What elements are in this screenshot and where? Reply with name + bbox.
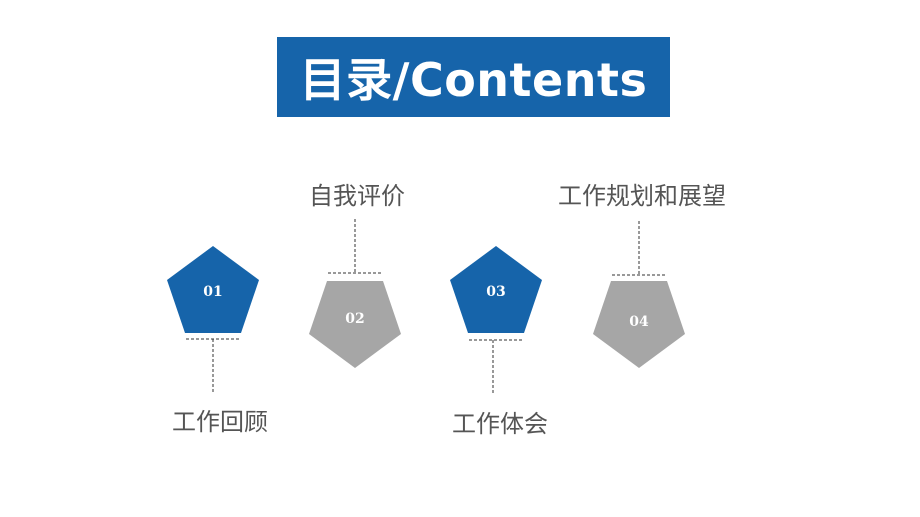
item-label-04: 工作规划和展望 xyxy=(558,182,726,210)
item-number-01: 01 xyxy=(203,284,222,300)
item-label-02: 自我评价 xyxy=(309,182,405,210)
pentagon-01 xyxy=(167,246,259,333)
slide-title: 目录/Contents xyxy=(299,53,648,107)
item-number-04: 04 xyxy=(629,314,649,330)
pentagon-03 xyxy=(450,246,542,333)
item-02: 02 xyxy=(309,219,401,368)
item-label-01: 工作回顾 xyxy=(172,408,268,436)
item-number-02: 02 xyxy=(345,311,364,327)
item-04: 04 xyxy=(593,221,685,368)
title-banner: 目录/Contents xyxy=(277,37,670,117)
pentagon-04 xyxy=(593,281,685,368)
item-03: 03 xyxy=(450,246,542,394)
pentagon-02 xyxy=(309,281,401,368)
item-01: 01 xyxy=(167,246,259,392)
item-number-03: 03 xyxy=(486,284,505,300)
item-label-03: 工作体会 xyxy=(452,410,548,438)
